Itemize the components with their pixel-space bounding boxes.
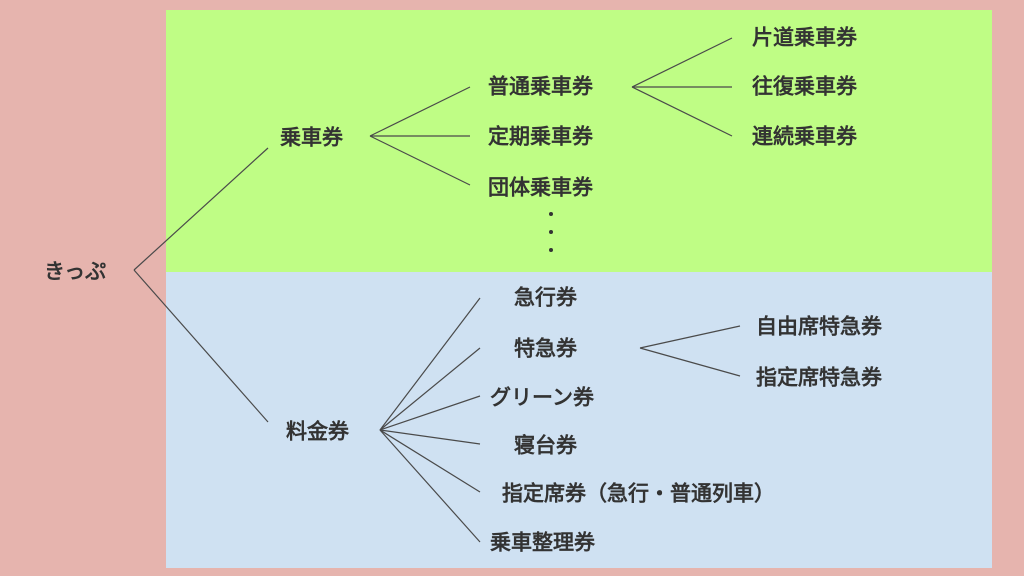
branch-node-ryokinken: 料金券	[286, 419, 349, 444]
node-dantai-joshaken: 団体乗車券	[488, 175, 593, 200]
connector-ryokin-tokkyu	[379, 347, 481, 431]
node-futsu-joshaken: 普通乗車券	[488, 74, 593, 99]
joshaken-panel	[166, 10, 992, 272]
node-renzoku-joshaken: 連続乗車券	[752, 124, 857, 149]
connector-futsu-katamichi	[631, 37, 733, 88]
connector-joshaken-futsu	[369, 86, 471, 137]
connector-root-joshaken	[133, 147, 269, 271]
node-ofuku-joshaken: 往復乗車券	[752, 74, 857, 99]
connector-joshaken-dantai	[369, 135, 471, 186]
connector-ryokin-green	[379, 395, 481, 431]
connector-ryokin-shitei	[379, 429, 481, 493]
ryokinken-panel	[166, 272, 992, 568]
connector-futsu-renzoku	[631, 86, 733, 137]
connector-ryokin-kyuko	[379, 297, 481, 431]
node-shindaiken: 寝台券	[514, 433, 577, 458]
connector-tokkyu-jiyu	[639, 325, 741, 349]
connector-tokkyu-shitei	[639, 347, 741, 377]
node-kyukoken: 急行券	[514, 285, 577, 310]
connector-root-ryokinken	[133, 269, 269, 423]
node-teiki-joshaken: 定期乗車券	[488, 124, 593, 149]
connector-ryokin-shindai	[379, 429, 481, 445]
branch-node-joshaken: 乗車券	[280, 125, 343, 150]
root-node-kippu: きっぷ	[44, 259, 107, 284]
node-seiriken: 乗車整理券	[490, 530, 595, 555]
node-greenken: グリーン券	[490, 385, 594, 410]
node-katamichi-joshaken: 片道乗車券	[752, 25, 857, 50]
node-jiyuseki-tokkyuken: 自由席特急券	[756, 314, 882, 339]
node-tokkyuken: 特急券	[514, 336, 577, 361]
connector-ryokin-seiri	[379, 429, 481, 543]
node-shiteisekiken: 指定席券（急行・普通列車）	[502, 481, 775, 506]
node-shiteiseki-tokkyuken: 指定席特急券	[756, 365, 882, 390]
